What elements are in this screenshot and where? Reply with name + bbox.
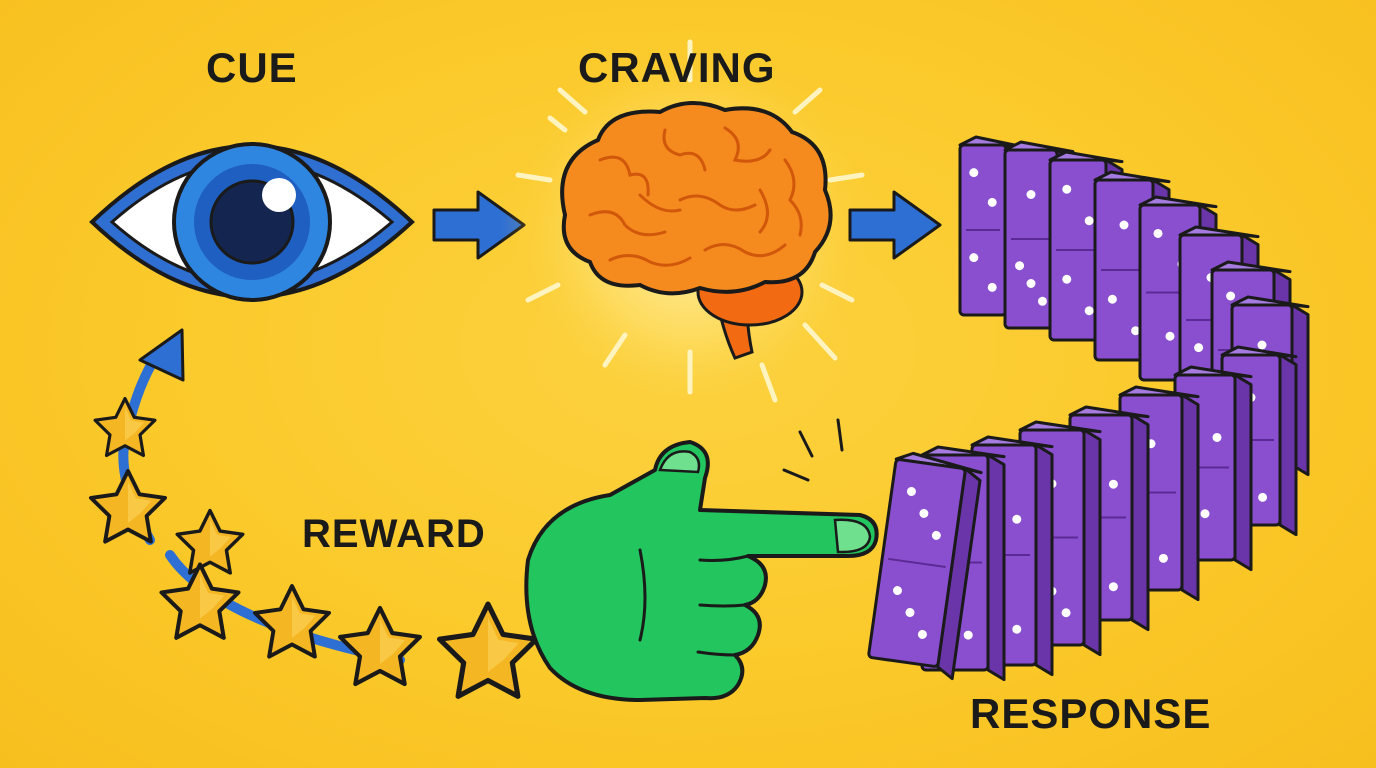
star-icon (252, 584, 331, 659)
brain-icon (560, 100, 833, 360)
star-icon (340, 608, 420, 684)
craving-label: CRAVING (578, 44, 776, 91)
star-icon (440, 604, 537, 696)
reward-label: REWARD (302, 512, 486, 556)
domino (867, 451, 983, 681)
star-icon (175, 508, 245, 575)
domino-chain (867, 135, 1310, 682)
response-label: RESPONSE (970, 690, 1212, 737)
star-icon (162, 565, 239, 638)
eye-icon (89, 142, 415, 302)
star-icon (93, 396, 157, 458)
cue-label: CUE (206, 44, 298, 91)
pointing-hand-icon (524, 418, 879, 702)
arrow-icon (848, 190, 942, 260)
star-icon (89, 469, 168, 544)
